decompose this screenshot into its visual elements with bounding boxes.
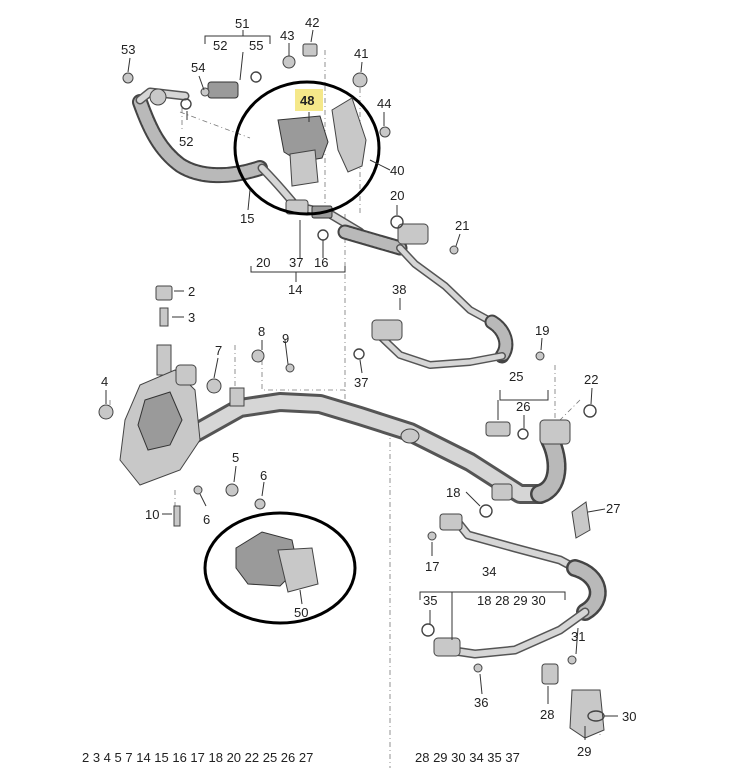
callout-48: 48	[300, 93, 314, 108]
callout-20-lower: 20	[256, 255, 270, 270]
callout-6: 6	[260, 468, 267, 483]
callout-53: 53	[121, 42, 135, 57]
callout-41: 41	[354, 46, 368, 61]
fasteners	[122, 43, 605, 739]
callout-labels: 53 51 52 55 42 43 41 54 48 44 52 40 20 1…	[101, 15, 636, 759]
callout-52-lower: 52	[179, 134, 193, 149]
footer-index-right: 28 29 30 34 35 37	[415, 750, 520, 765]
callout-20-upper: 20	[390, 188, 404, 203]
callout-4: 4	[101, 374, 108, 389]
callout-34: 34	[482, 564, 496, 579]
callout-35: 35	[423, 593, 437, 608]
callout-22: 22	[584, 372, 598, 387]
callout-2: 2	[188, 284, 195, 299]
callout-19: 19	[535, 323, 549, 338]
part-48-detail	[233, 80, 381, 216]
callout-29: 29	[577, 744, 591, 759]
main-pipe-assembly	[140, 392, 571, 504]
callout-5: 5	[232, 450, 239, 465]
part-50-detail	[203, 511, 357, 625]
callout-51: 51	[235, 16, 249, 31]
callout-44: 44	[377, 96, 391, 111]
callout-40: 40	[390, 163, 404, 178]
callout-18: 18	[446, 485, 460, 500]
callout-34-components: 18 28 29 30	[477, 593, 546, 608]
callout-27: 27	[606, 501, 620, 516]
callout-54: 54	[191, 60, 205, 75]
part-48-highlight	[295, 89, 323, 111]
callout-6-lower: 6	[203, 512, 210, 527]
footer-index-left: 2 3 4 5 7 14 15 16 17 18 20 22 25 26 27	[82, 750, 313, 765]
callout-50: 50	[294, 605, 308, 620]
callout-31: 31	[571, 629, 585, 644]
callout-3: 3	[188, 310, 195, 325]
callout-8: 8	[258, 324, 265, 339]
callout-30: 30	[622, 709, 636, 724]
callout-10: 10	[145, 507, 159, 522]
lower-pipe-assembly	[433, 501, 607, 659]
callout-14: 14	[288, 282, 302, 297]
callout-21: 21	[455, 218, 469, 233]
callout-36: 36	[474, 695, 488, 710]
valve-housing	[98, 285, 245, 486]
callout-16: 16	[314, 255, 328, 270]
footer-index: 2 3 4 5 7 14 15 16 17 18 20 22 25 26 27 …	[82, 750, 520, 765]
callout-17: 17	[425, 559, 439, 574]
middle-hose-assembly	[337, 223, 514, 369]
callout-55: 55	[249, 38, 263, 53]
callout-9: 9	[282, 331, 289, 346]
callout-25: 25	[509, 369, 523, 384]
upper-hose-assembly	[132, 81, 365, 237]
callout-37-mid: 37	[354, 375, 368, 390]
callout-37: 37	[289, 255, 303, 270]
callout-38: 38	[392, 282, 406, 297]
callout-26: 26	[516, 399, 530, 414]
callout-52: 52	[213, 38, 227, 53]
callout-7: 7	[215, 343, 222, 358]
leader-lines	[105, 29, 618, 740]
callout-42: 42	[305, 15, 319, 30]
callout-28: 28	[540, 707, 554, 722]
callout-43: 43	[280, 28, 294, 43]
callout-15: 15	[240, 211, 254, 226]
